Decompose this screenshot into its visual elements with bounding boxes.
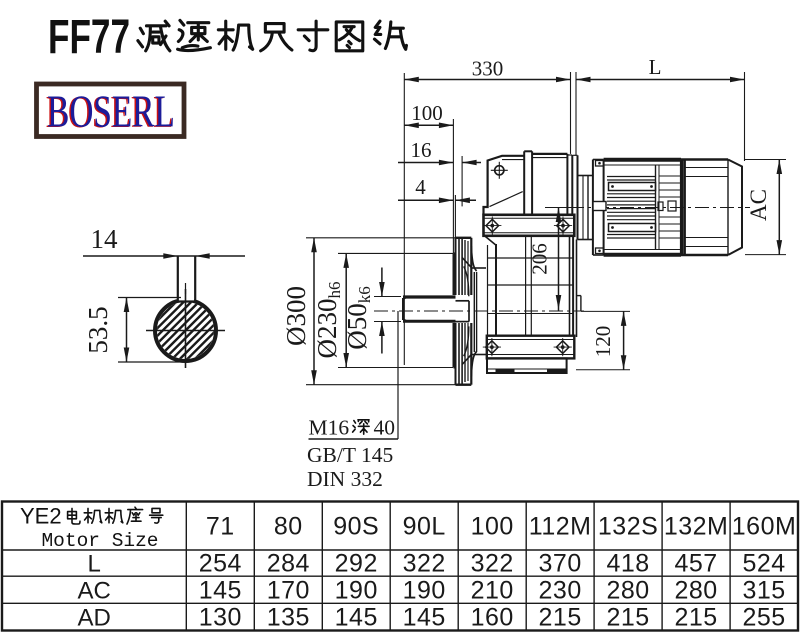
svg-text:GB/T 145: GB/T 145 <box>307 443 393 467</box>
svg-text:457: 457 <box>674 550 717 578</box>
svg-text:255: 255 <box>742 604 785 632</box>
svg-text:206: 206 <box>528 243 552 275</box>
svg-text:322: 322 <box>471 550 514 578</box>
svg-text:145: 145 <box>199 577 242 605</box>
svg-text:170: 170 <box>267 577 310 605</box>
svg-text:BOSERL: BOSERL <box>46 86 174 138</box>
svg-text:71: 71 <box>206 513 235 541</box>
svg-text:370: 370 <box>539 550 582 578</box>
svg-text:40: 40 <box>374 416 396 440</box>
svg-text:YE2: YE2 <box>20 504 62 529</box>
svg-text:418: 418 <box>606 550 649 578</box>
svg-text:280: 280 <box>606 577 649 605</box>
svg-text:L: L <box>649 55 662 79</box>
svg-text:M16: M16 <box>309 416 350 440</box>
svg-text:145: 145 <box>335 604 378 632</box>
svg-text:80: 80 <box>274 513 303 541</box>
svg-text:215: 215 <box>606 604 649 632</box>
svg-text:Motor Size: Motor Size <box>41 530 158 552</box>
svg-text:524: 524 <box>742 550 785 578</box>
svg-text:215: 215 <box>674 604 717 632</box>
svg-text:AC: AC <box>77 578 110 605</box>
svg-text:254: 254 <box>199 550 242 578</box>
svg-text:284: 284 <box>267 550 310 578</box>
svg-text:215: 215 <box>539 604 582 632</box>
svg-text:120: 120 <box>591 326 615 358</box>
svg-text:Ø300: Ø300 <box>281 286 311 346</box>
svg-text:130: 130 <box>199 604 242 632</box>
svg-text:322: 322 <box>403 550 446 578</box>
svg-text:135: 135 <box>267 604 310 632</box>
svg-text:AD: AD <box>77 605 110 632</box>
svg-text:100: 100 <box>471 513 514 541</box>
svg-text:16: 16 <box>411 138 432 162</box>
svg-text:AC: AC <box>746 189 771 221</box>
svg-text:DIN 332: DIN 332 <box>307 467 383 491</box>
svg-text:90S: 90S <box>333 513 379 541</box>
svg-text:112M: 112M <box>529 513 592 541</box>
svg-text:90L: 90L <box>403 513 446 541</box>
svg-text:4: 4 <box>415 175 426 199</box>
svg-text:132S: 132S <box>598 513 658 541</box>
svg-text:Ø50k6: Ø50k6 <box>342 286 374 350</box>
svg-text:292: 292 <box>335 550 378 578</box>
svg-text:160: 160 <box>471 604 514 632</box>
svg-text:315: 315 <box>742 577 785 605</box>
svg-text:210: 210 <box>471 577 514 605</box>
svg-text:100: 100 <box>411 101 443 125</box>
svg-text:L: L <box>87 551 100 578</box>
svg-text:190: 190 <box>335 577 378 605</box>
svg-text:53.5: 53.5 <box>83 306 113 353</box>
svg-text:230: 230 <box>539 577 582 605</box>
svg-text:190: 190 <box>403 577 446 605</box>
svg-text:330: 330 <box>472 57 504 81</box>
svg-text:14: 14 <box>91 224 119 254</box>
svg-text:FF77: FF77 <box>48 11 130 64</box>
svg-text:132M: 132M <box>664 513 729 541</box>
svg-text:145: 145 <box>403 604 446 632</box>
svg-text:280: 280 <box>674 577 717 605</box>
svg-text:160M: 160M <box>732 513 797 541</box>
svg-text:BOSERL: BOSERL <box>47 85 175 137</box>
